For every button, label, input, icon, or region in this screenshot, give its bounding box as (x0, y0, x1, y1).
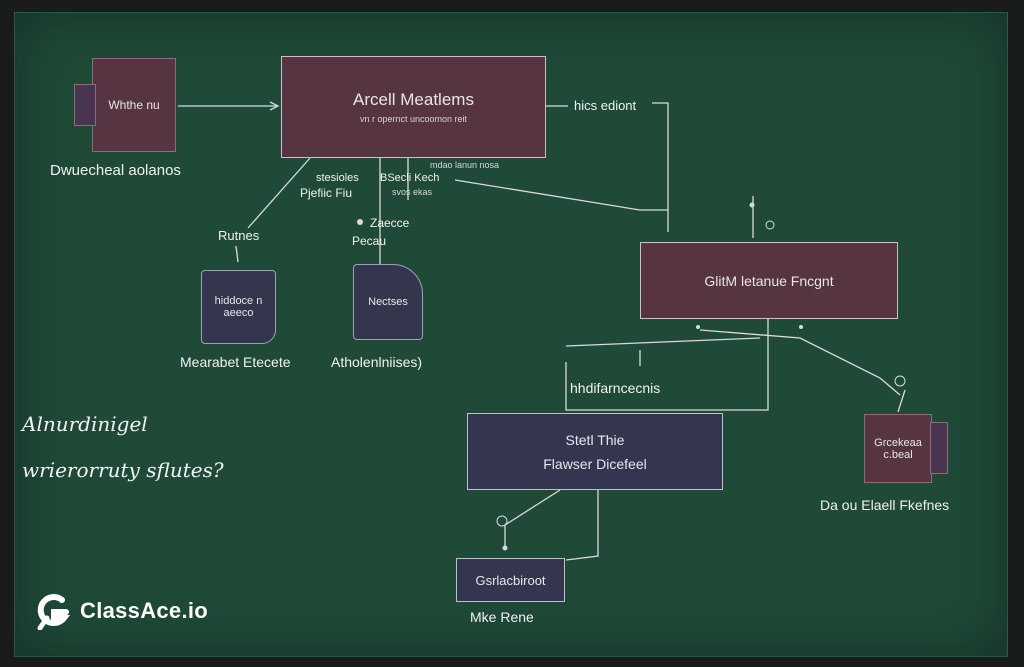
connector (565, 490, 599, 561)
connector (504, 489, 561, 548)
mid-label-d: BSecli Kech (380, 172, 440, 184)
mid-label-e: svos ekas (392, 187, 433, 197)
bottom-box-label: Gsrlacbiroot (475, 572, 546, 588)
center-process-box: Stetl Thie Flawser Dicefeel (467, 413, 723, 490)
classace-logo-icon (37, 594, 70, 630)
main-title-box: Arcell Meatlems vn r opernct uncoomon re… (281, 56, 546, 158)
brand-name: ClassAce.io (80, 598, 209, 623)
arrow-head (269, 101, 280, 111)
connector (235, 245, 239, 263)
connector (897, 389, 906, 413)
connector (454, 179, 668, 211)
right-doc-tab (930, 422, 948, 474)
center-tag-2: Pecau (352, 234, 387, 248)
doc-center-label: Nectses (368, 296, 408, 308)
right-doc-label: Grcekeaa c.beal (874, 436, 922, 461)
node-dot (357, 219, 363, 225)
connector (565, 318, 769, 411)
connector (699, 329, 901, 396)
mid-label-c: Pjefiic Fiu (300, 186, 353, 200)
connector (247, 157, 311, 229)
node-dot (696, 325, 700, 329)
node-dot (496, 515, 508, 527)
node-dot (765, 220, 775, 230)
node-dot (799, 325, 803, 329)
doc-center-caption: Atholenlniises) (331, 354, 423, 370)
handwritten-note-2: wrierorruty sflutes? (22, 458, 224, 482)
doc-left-label: hiddoce n aeeco (214, 295, 263, 319)
top-left-card: Whthe nu (92, 58, 176, 152)
top-left-card-tab (74, 84, 96, 126)
doc-left-caption: Mearabet Etecete (180, 354, 291, 370)
top-left-caption: Dwuecheal aolanos (50, 162, 181, 179)
main-title: Arcell Meatlems (353, 90, 474, 109)
mid-label-b: stesioles (316, 172, 359, 184)
right-top-label: hics ediont (574, 98, 637, 113)
connector (652, 102, 669, 232)
bottom-box: Gsrlacbiroot (456, 558, 565, 602)
handwritten-note-1: Alnurdinigel (22, 412, 148, 436)
bottom-caption: Mke Rene (470, 609, 534, 625)
left-tag: Rutnes (218, 228, 260, 243)
node-dot (502, 545, 508, 551)
top-left-card-label: Whthe nu (108, 98, 160, 112)
lower-label: hhdifarncecnis (570, 380, 661, 396)
right-doc-caption: Da ou Elaell Fkefnes (820, 497, 950, 513)
right-doc: Grcekeaa c.beal (864, 414, 932, 483)
doc-left: hiddoce n aeeco (201, 270, 276, 344)
node-dot (749, 202, 755, 208)
brand-logo[interactable]: ClassAce.io (36, 592, 208, 630)
center-box-line1: Stetl Thie (565, 431, 625, 448)
doc-center: Nectses (353, 264, 423, 340)
node-dot (894, 375, 906, 387)
mid-label-a: mdao lanun nosa (430, 160, 500, 170)
connector (565, 337, 761, 347)
right-process-label: GlitM letanue Fncgnt (704, 272, 834, 289)
right-process-box: GlitM letanue Fncgnt (640, 242, 898, 319)
main-subtitle: vn r opernct uncoomon reit (359, 114, 468, 124)
center-tag-1: Zaecce (370, 216, 410, 230)
center-box-line2: Flawser Dicefeel (543, 455, 647, 472)
